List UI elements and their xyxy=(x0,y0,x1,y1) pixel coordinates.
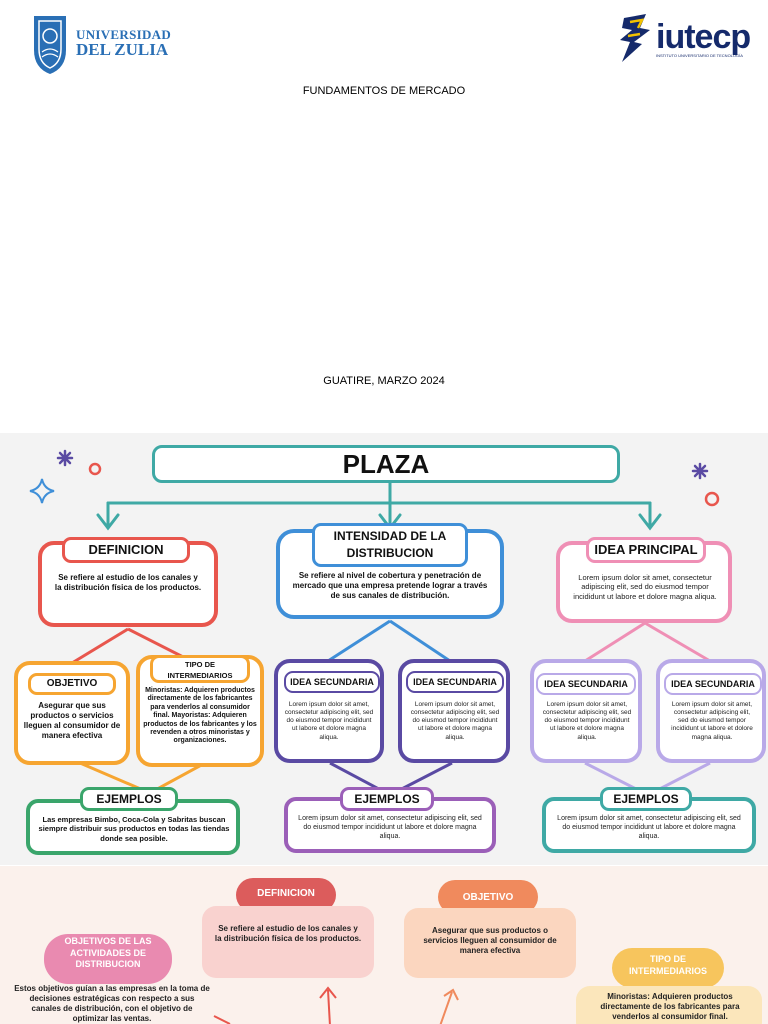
idea-principal-text: Lorem ipsum dolor sit amet, consectetur … xyxy=(573,573,717,601)
iutecp-name: iutecp xyxy=(656,18,751,56)
tipo-bubble-text: Minoristas: Adquieren productos directam… xyxy=(600,992,740,1021)
objetivo-badge-label: OBJETIVO xyxy=(462,892,514,903)
idea-secundaria-text: Lorem ipsum dolor sit amet, consectetur … xyxy=(284,701,374,741)
iutecp-logo: iutecp INSTITUTO UNIVERSITARIO DE TECNOL… xyxy=(616,12,751,72)
idea-principal-title: IDEA PRINCIPAL xyxy=(586,537,706,563)
objetivo-bubble xyxy=(404,908,576,978)
idea-secundaria-title: IDEA SECUNDARIA xyxy=(284,671,380,693)
tipo-text: Minoristas: Adquieren productos directam… xyxy=(143,687,257,745)
objetivo-bubble-text: Asegurar que sus productos o servicios l… xyxy=(423,926,557,955)
objetivos-text: Estos objetivos guían a las empresas en … xyxy=(14,984,210,1023)
tipo-badge xyxy=(612,948,724,988)
idea-secundaria-text: Lorem ipsum dolor sit amet, consectetur … xyxy=(671,701,753,741)
tipo-title: TIPO DE INTERMEDIARIOS xyxy=(150,655,250,683)
intensidad-text: Se refiere al nivel de cobertura y penet… xyxy=(292,571,488,600)
subject-title: FUNDAMENTOS DE MERCADO xyxy=(302,85,466,97)
ejemplos-text-center: Lorem ipsum dolor sit amet, consectetur … xyxy=(298,815,482,840)
tipo-badge-label: TIPO DE INTERMEDIARIOS xyxy=(628,954,707,976)
plaza-title: PLAZA xyxy=(152,445,620,483)
idea-secundaria-text: Lorem ipsum dolor sit amet, consectetur … xyxy=(410,701,500,741)
ring-icon xyxy=(88,462,102,476)
objetivo-text: Asegurar que sus productos o servicios l… xyxy=(23,701,121,740)
university-name-line2: DEL ZULIA xyxy=(76,40,169,59)
sparkle-icon xyxy=(29,478,55,504)
star-icon xyxy=(56,449,709,480)
objetivo-title: OBJETIVO xyxy=(28,673,116,695)
iutecp-emblem-icon xyxy=(620,14,650,62)
objetivos-badge-label: OBJETIVOS DE LAS ACTIVIDADES DE DISTRIBU… xyxy=(64,936,152,970)
idea-secundaria-title: IDEA SECUNDARIA xyxy=(406,671,504,693)
definicion-bubble xyxy=(202,906,374,978)
arrows xyxy=(96,481,662,531)
ejemplos-title-center: EJEMPLOS xyxy=(340,787,434,811)
idea-secundaria-title: IDEA SECUNDARIA xyxy=(664,673,762,695)
ejemplos-title-right: EJEMPLOS xyxy=(600,787,692,811)
definicion-bubble-text: Se refiere al estudio de los canales y l… xyxy=(214,924,362,943)
university-name: UNIVERSIDAD DEL ZULIA xyxy=(76,28,171,58)
ejemplos-text-left: Las empresas Bimbo, Coca-Cola y Sabritas… xyxy=(38,815,230,843)
distribution-concept-map: DEFINICION Se refiere al estudio de los … xyxy=(0,866,768,1024)
intensidad-title: INTENSIDAD DE LA DISTRIBUCION xyxy=(312,523,468,567)
university-shield-icon xyxy=(34,16,66,74)
definicion-text: Se refiere al estudio de los canales y l… xyxy=(54,573,202,592)
objetivos-badge xyxy=(44,934,172,984)
definicion-title: DEFINICION xyxy=(62,537,190,563)
universidad-del-zulia-logo xyxy=(30,12,170,76)
definicion-badge-label: DEFINICION xyxy=(257,888,315,899)
ring-icon xyxy=(704,491,720,507)
map2-arrows xyxy=(213,986,459,1024)
idea-secundaria-text: Lorem ipsum dolor sit amet, consectetur … xyxy=(542,701,632,741)
iutecp-subtitle: INSTITUTO UNIVERSITARIO DE TECNOLOGÍA xyxy=(656,53,743,58)
ejemplos-title-left: EJEMPLOS xyxy=(80,787,178,811)
place-date: GUATIRE, MARZO 2024 xyxy=(323,375,445,387)
plaza-concept-map: PLAZA DEFINICION Se refiere al estudio d… xyxy=(0,433,768,865)
university-name-line1: UNIVERSIDAD xyxy=(76,27,172,42)
ejemplos-text-right: Lorem ipsum dolor sit amet, consectetur … xyxy=(557,815,741,840)
tipo-bubble xyxy=(576,986,762,1024)
idea-secundaria-title: IDEA SECUNDARIA xyxy=(536,673,636,695)
